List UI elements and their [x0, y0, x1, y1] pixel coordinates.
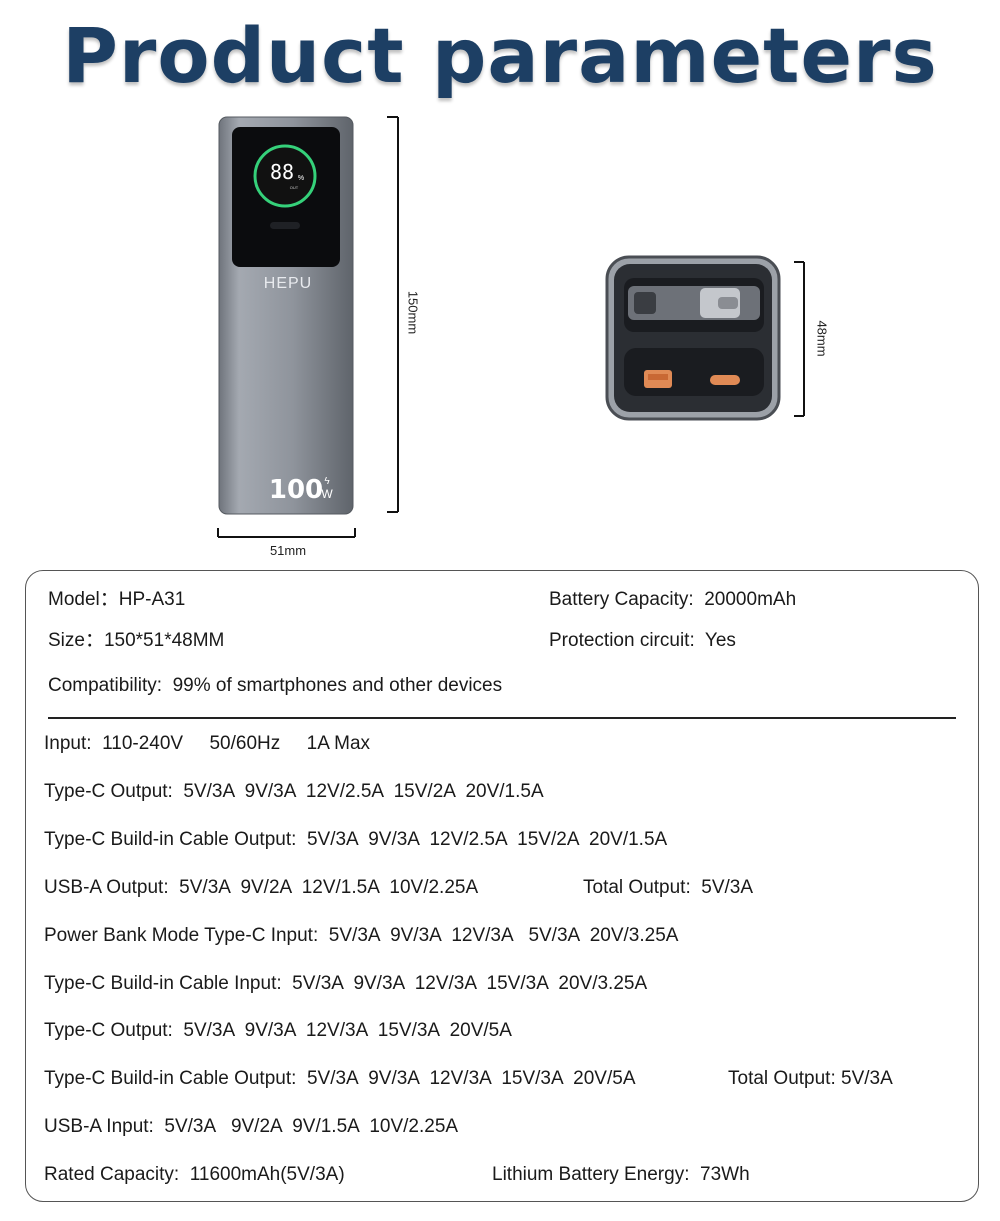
spec-total-output-2: Total Output: 5V/3A [728, 1068, 893, 1089]
device-brand: HEPU [264, 275, 312, 292]
spec-battery-capacity: Battery Capacity: 20000mAh [549, 589, 797, 610]
spec-divider [48, 717, 956, 719]
device-wattage: 100 [269, 475, 323, 505]
spec-total-output-1: Total Output: 5V/3A [583, 877, 754, 898]
spec-compatibility: Compatibility: 99% of smartphones and ot… [48, 675, 503, 696]
spec-size: Size：150*51*48MM [48, 630, 225, 651]
display-percent-sign: % [298, 175, 304, 182]
page-title: Product parameters [62, 11, 938, 100]
spec-typec-cable-output-2: Type-C Build-in Cable Output: 5V/3A 9V/3… [44, 1068, 636, 1089]
spec-usba-output: USB-A Output: 5V/3A 9V/2A 12V/1.5A 10V/2… [44, 877, 479, 898]
spec-lithium-energy: Lithium Battery Energy: 73Wh [492, 1164, 750, 1185]
spec-pb-typec-input: Power Bank Mode Type-C Input: 5V/3A 9V/3… [44, 925, 679, 946]
spec-typec-output-1: Type-C Output: 5V/3A 9V/3A 12V/2.5A 15V/… [44, 781, 544, 802]
sensor-slot [270, 222, 300, 229]
spec-rated-capacity: Rated Capacity: 11600mAh(5V/3A) [44, 1164, 345, 1185]
spec-panel: Model：HP-A31 Battery Capacity: 20000mAh … [25, 570, 979, 1202]
height-label: 150mm [405, 290, 421, 335]
lightning-icon: ϟ [324, 476, 330, 487]
width-label: 51mm [269, 543, 307, 558]
spec-model: Model：HP-A31 [48, 589, 186, 610]
usb-c-port-icon [710, 375, 740, 385]
spec-input: Input: 110-240V 50/60Hz 1A Max [44, 733, 371, 754]
spec-typec-output-2: Type-C Output: 5V/3A 9V/3A 12V/3A 15V/3A… [44, 1020, 512, 1041]
display-percent: 88 [270, 160, 294, 184]
battery-ring-icon [253, 144, 317, 208]
spec-typec-cable-input: Type-C Build-in Cable Input: 5V/3A 9V/3A… [44, 973, 648, 994]
display-out: OUT [290, 185, 299, 190]
device-wattage-unit: W [321, 487, 333, 501]
power-bank-front-view: 88 % OUT HEPU 100 W ϟ [217, 116, 399, 538]
spec-usba-input: USB-A Input: 5V/3A 9V/2A 9V/1.5A 10V/2.2… [44, 1116, 459, 1137]
spec-typec-cable-output-1: Type-C Build-in Cable Output: 5V/3A 9V/3… [44, 829, 668, 850]
spec-protection: Protection circuit: Yes [549, 630, 736, 651]
depth-label: 48mm [814, 320, 830, 357]
power-bank-top-view [605, 255, 805, 421]
